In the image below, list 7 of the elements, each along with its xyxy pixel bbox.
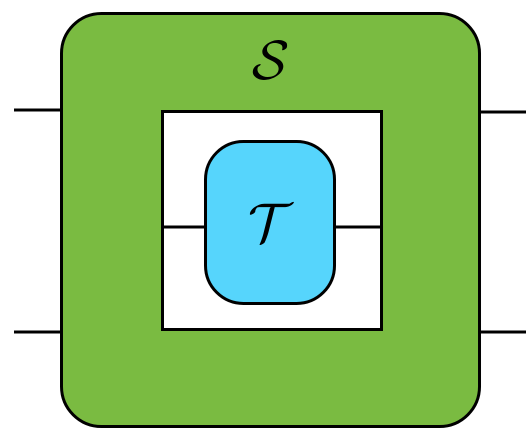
wire	[14, 108, 60, 112]
process-box: $\mathcal{T}$	[204, 140, 336, 305]
wire	[481, 110, 526, 114]
wire	[161, 226, 204, 228]
wire	[336, 226, 383, 228]
wire	[14, 330, 60, 334]
wire	[481, 330, 526, 334]
